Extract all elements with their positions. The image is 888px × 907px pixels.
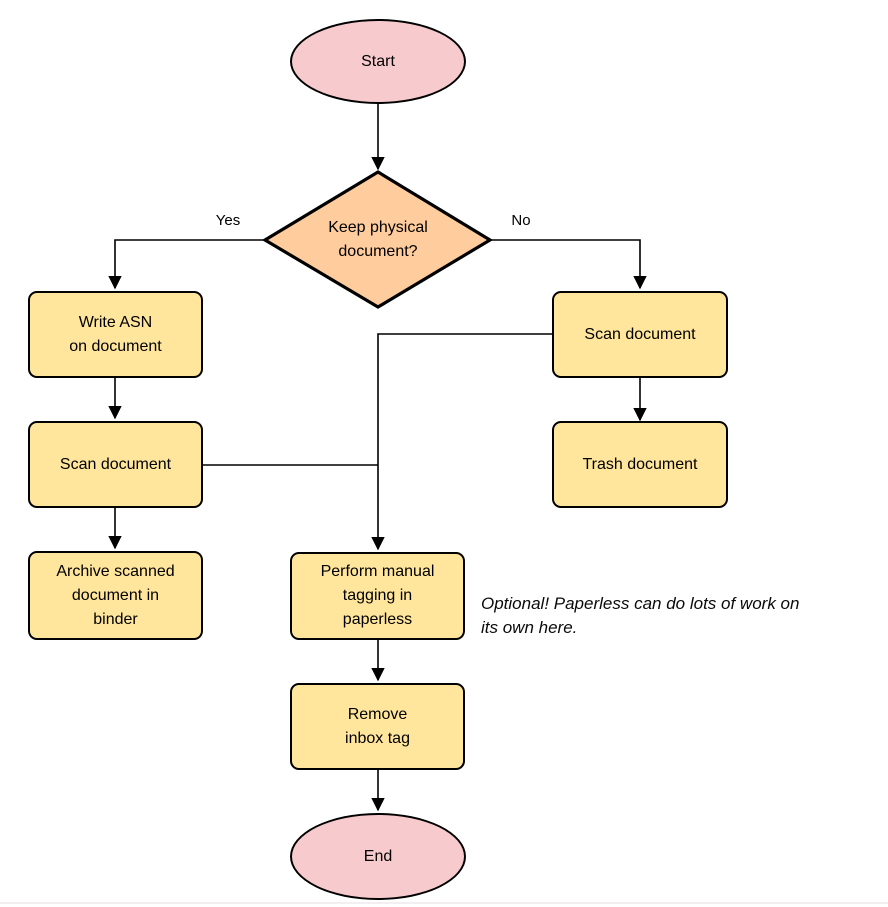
node-decision-label: Keep physical document? bbox=[328, 219, 428, 260]
node-scan-document-left: Scan document bbox=[28, 421, 203, 508]
node-decision: Keep physical document? bbox=[288, 207, 468, 273]
edge-scan-right-tagging bbox=[371, 333, 552, 551]
node-scan-document-right: Scan document bbox=[552, 291, 728, 378]
edge-label-no: No bbox=[511, 212, 531, 229]
edge-decision-write-asn bbox=[108, 239, 265, 290]
node-scan-document-right-label: Scan document bbox=[584, 325, 696, 343]
node-remove-inbox-tag: Remove inbox tag bbox=[290, 683, 465, 770]
decision-diamond-shape bbox=[261, 170, 494, 309]
node-start-label: Start bbox=[361, 52, 395, 70]
edge-label-yes: Yes bbox=[215, 212, 241, 229]
node-archive-label: Archive scanned document in binder bbox=[56, 562, 175, 628]
node-scan-document-left-label: Scan document bbox=[59, 455, 172, 473]
annotation-optional: Optional! Paperless can do lots of work … bbox=[481, 594, 800, 637]
node-tagging: Perform manual tagging in paperless bbox=[290, 552, 465, 640]
node-end: End bbox=[290, 813, 466, 900]
page-bottom-border bbox=[0, 902, 888, 904]
node-trash-document: Trash document bbox=[552, 421, 728, 508]
node-end-label: End bbox=[363, 847, 393, 865]
node-archive: Archive scanned document in binder bbox=[28, 551, 203, 640]
node-start: Start bbox=[290, 19, 466, 104]
node-write-asn: Write ASN on document bbox=[28, 291, 203, 378]
node-write-asn-label: Write ASN on document bbox=[69, 313, 162, 355]
node-trash-document-label: Trash document bbox=[582, 455, 698, 473]
edge-decision-scan-right bbox=[490, 239, 647, 290]
node-tagging-label: Perform manual tagging in paperless bbox=[320, 563, 435, 628]
node-remove-inbox-tag-label: Remove inbox tag bbox=[345, 705, 410, 747]
